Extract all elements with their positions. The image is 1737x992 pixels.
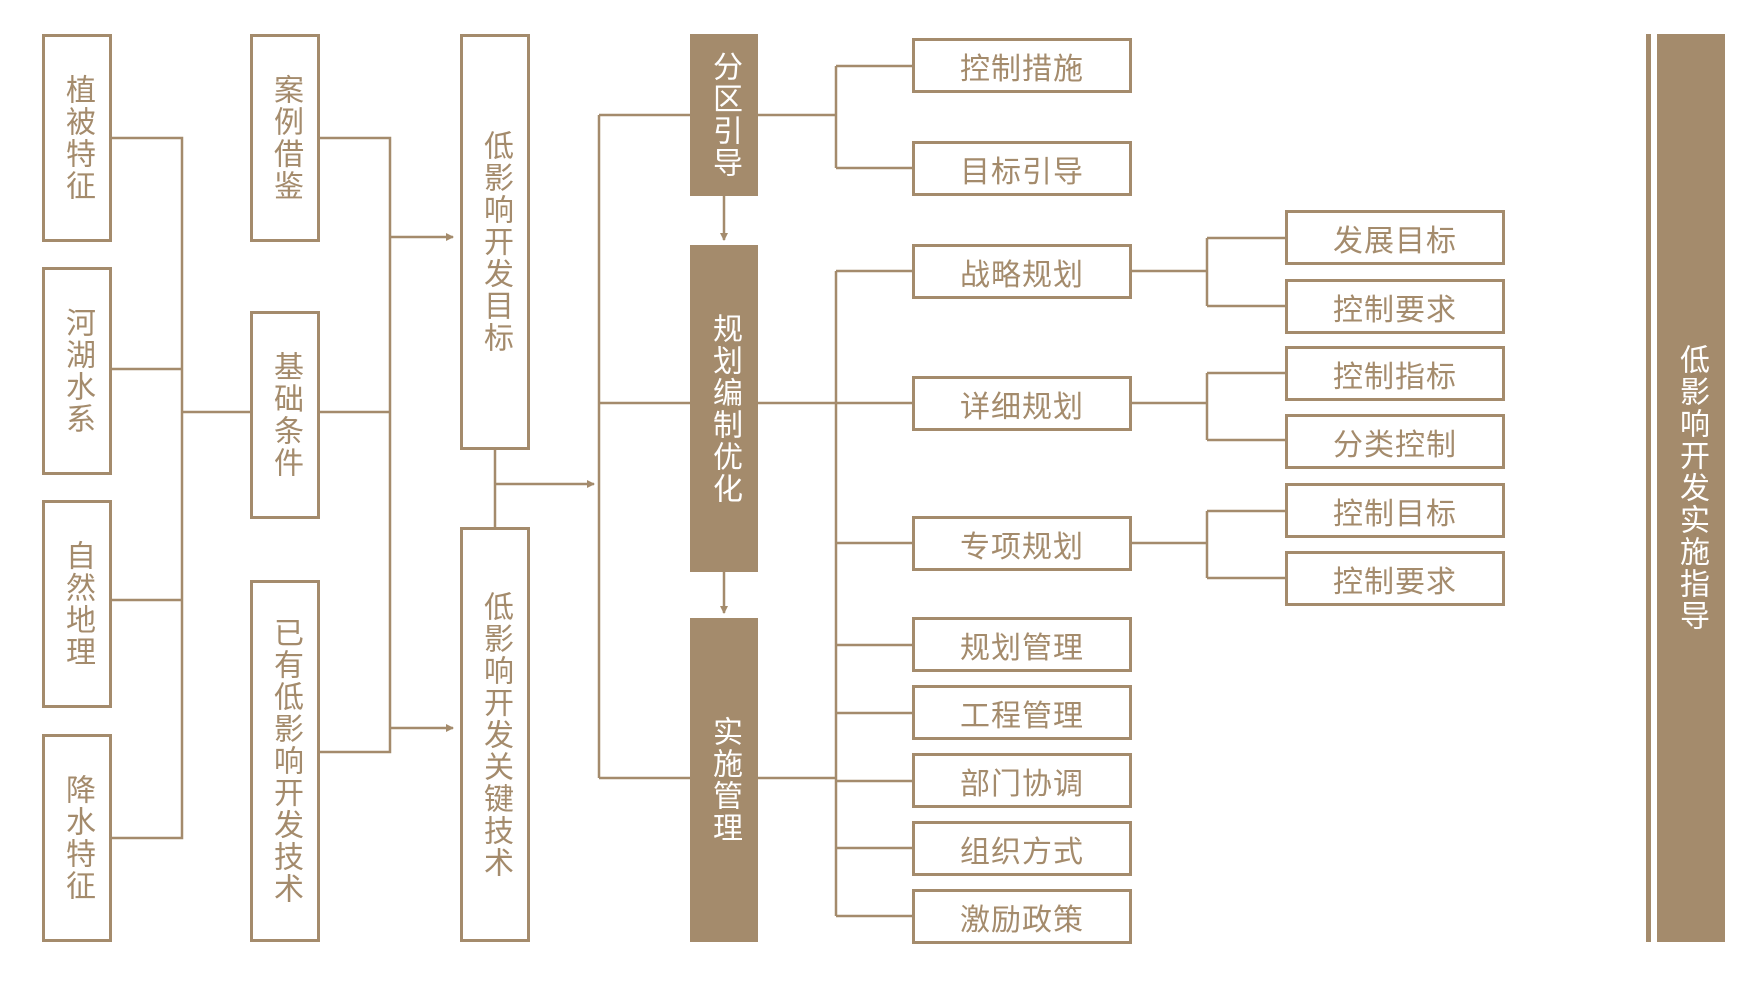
zone-item-label: 目标引导 [960, 154, 1084, 190]
factor-vegetation: 植被特征 [42, 34, 112, 242]
core-label: 分区引导 [707, 51, 742, 179]
sub-item-label: 控制要求 [1333, 292, 1457, 328]
impl-item-label: 激励政策 [960, 902, 1084, 938]
sub-item-label: 控制目标 [1333, 496, 1457, 532]
core-label: 实施管理 [707, 716, 742, 844]
impl-plan-management: 规划管理 [912, 617, 1132, 672]
side-title-bar: 低影响开发实施指导 [1657, 34, 1725, 942]
special-control-targets: 控制目标 [1285, 483, 1505, 538]
core-label: 规划编制优化 [707, 312, 742, 505]
factor-precipitation: 降水特征 [42, 734, 112, 942]
side-title: 低影响开发实施指导 [1674, 344, 1709, 632]
plan-strategic: 战略规划 [912, 244, 1132, 299]
core-plan-optimization: 规划编制优化 [690, 245, 758, 572]
core-implementation: 实施管理 [690, 618, 758, 942]
zone-item-label: 控制措施 [960, 51, 1084, 87]
plan-detailed: 详细规划 [912, 376, 1132, 431]
impl-engineering-management: 工程管理 [912, 685, 1132, 740]
target-lid-key-tech: 低影响开发关键技术 [460, 527, 530, 942]
side-accent-line [1646, 34, 1651, 942]
sub-item-label: 控制指标 [1333, 359, 1457, 395]
target-label: 低影响开发目标 [478, 130, 513, 354]
foundation-label: 案例借鉴 [268, 74, 303, 202]
foundation-label: 基础条件 [268, 351, 303, 479]
plan-special: 专项规划 [912, 516, 1132, 571]
factor-label: 植被特征 [60, 74, 95, 202]
sub-item-label: 发展目标 [1333, 223, 1457, 259]
foundation-existing-tech: 已有低影响开发技术 [250, 580, 320, 942]
factor-label: 河湖水系 [60, 307, 95, 435]
target-label: 低影响开发关键技术 [478, 590, 513, 879]
zone-control-measures: 控制措施 [912, 38, 1132, 93]
impl-item-label: 工程管理 [960, 698, 1084, 734]
factor-waters: 河湖水系 [42, 267, 112, 475]
factor-label: 降水特征 [60, 774, 95, 902]
impl-organization-mode: 组织方式 [912, 821, 1132, 876]
core-zoning-guidance: 分区引导 [690, 34, 758, 196]
factor-label: 自然地理 [60, 540, 95, 668]
impl-item-label: 部门协调 [960, 766, 1084, 802]
impl-incentive-policy: 激励政策 [912, 889, 1132, 944]
foundation-basic-conditions: 基础条件 [250, 311, 320, 519]
strategic-development-goals: 发展目标 [1285, 210, 1505, 265]
sub-item-label: 分类控制 [1333, 427, 1457, 463]
detailed-classified-control: 分类控制 [1285, 414, 1505, 469]
plan-item-label: 战略规划 [960, 257, 1084, 293]
impl-item-label: 规划管理 [960, 630, 1084, 666]
foundation-case-study: 案例借鉴 [250, 34, 320, 242]
strategic-control-requirements: 控制要求 [1285, 279, 1505, 334]
plan-item-label: 专项规划 [960, 529, 1084, 565]
impl-item-label: 组织方式 [960, 834, 1084, 870]
foundation-label: 已有低影响开发技术 [268, 617, 303, 905]
sub-item-label: 控制要求 [1333, 564, 1457, 600]
factor-geography: 自然地理 [42, 500, 112, 708]
special-control-requirements: 控制要求 [1285, 551, 1505, 606]
plan-item-label: 详细规划 [960, 389, 1084, 425]
detailed-control-indicators: 控制指标 [1285, 346, 1505, 401]
zone-target-guidance: 目标引导 [912, 141, 1132, 196]
target-lid-goals: 低影响开发目标 [460, 34, 530, 450]
impl-department-coordination: 部门协调 [912, 753, 1132, 808]
